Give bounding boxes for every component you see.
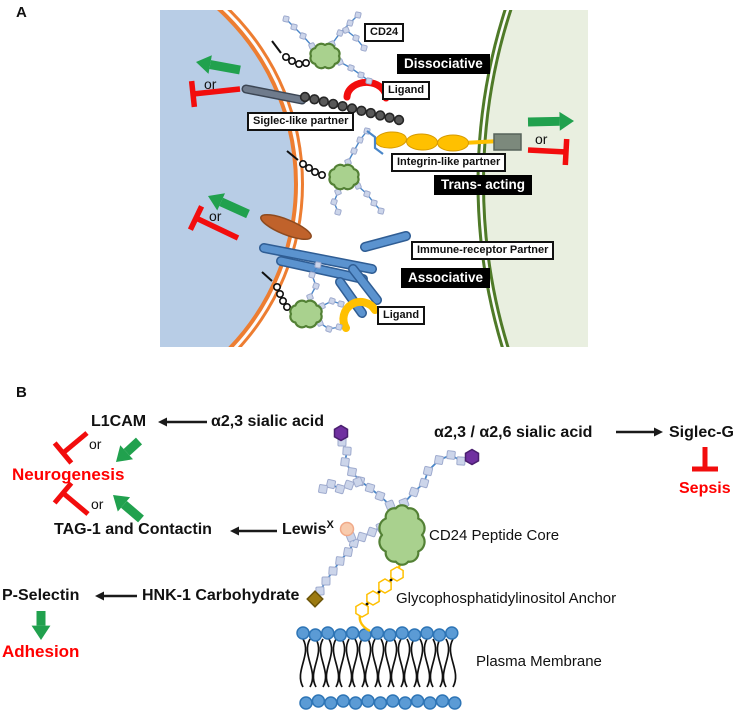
adhesion-label: Adhesion: [2, 642, 80, 661]
l1cam-label: L1CAM: [91, 413, 147, 430]
gpi-anchor-label: Glycophosphatidylinositol Anchor: [396, 590, 617, 607]
or-label-top-left: or: [204, 76, 217, 92]
alpha23-26-sialic-acid-label: α2,3 / α2,6 sialic acid: [434, 424, 593, 441]
or-label-right: or: [535, 131, 548, 147]
siglec-like-partner-label-box: Siglec-like partner: [247, 112, 355, 131]
trans-acting-label: Trans- acting: [434, 175, 533, 196]
signal-arrows-top-left: [188, 55, 241, 108]
integrin-like-partner-graphic: [375, 131, 522, 152]
signal-arrows-bottom-left: [187, 193, 250, 241]
cd24-peptide-core-label: CD24 Peptide Core: [429, 527, 560, 544]
cd24-molecule-top: [271, 11, 373, 85]
ligand-bottom-label-box: Ligand: [377, 306, 426, 325]
siglec-like-partner-graphic: [241, 84, 405, 126]
tag1-contactin-label: TAG-1 and Contactin: [54, 521, 212, 538]
dissociative-label: Dissociative: [397, 54, 490, 75]
glycan-antenna-upper-right: [398, 448, 480, 509]
glycan-antenna-upper-left: [318, 424, 396, 511]
sepsis-label: Sepsis: [679, 480, 731, 497]
pathway-arrows-green: [31, 437, 144, 640]
gpi-anchor-graphic: [355, 560, 404, 633]
pathway-arrows-black: [95, 417, 663, 601]
immune-receptor-partner-graphic: [259, 213, 411, 318]
cd24-label-box: CD24: [364, 23, 405, 42]
p-selectin-label: P-Selectin: [2, 587, 80, 604]
plasma-membrane-graphic: [296, 626, 462, 710]
ligand-top-label-box: Ligand: [382, 81, 431, 100]
plasma-membrane-label: Plasma Membrane: [476, 653, 602, 670]
neurogenesis-label: Neurogenesis: [12, 465, 125, 484]
cd24-molecule-bottom: [261, 261, 345, 333]
or-label-lower: or: [91, 496, 104, 512]
hnk1-carbohydrate-label: HNK-1 Carbohydrate: [142, 587, 300, 604]
cd24-peptide-core-graphic: [378, 504, 426, 566]
lewis-x-label: LewisX: [282, 519, 334, 538]
immune-receptor-partner-label-box: Immune-receptor Partner: [411, 241, 555, 260]
panel-b-letter: B: [16, 384, 27, 401]
yellow-crescent-ligand: [339, 297, 379, 332]
or-label-bottom-left: or: [209, 208, 222, 224]
alpha23-sialic-acid-label: α2,3 sialic acid: [211, 413, 325, 430]
red-crescent-ligand: [343, 78, 390, 102]
panel-a-graphics: [187, 11, 574, 333]
glycan-antenna-left-lewis-hnk1: [306, 521, 387, 608]
signal-arrows-right: [527, 111, 574, 166]
associative-label: Associative: [401, 268, 491, 289]
siglec-g-label: Siglec-G: [669, 424, 734, 441]
panel-b-graphics: [31, 417, 718, 710]
panel-a: CD24 Dissociative Ligand Siglec-like par…: [160, 10, 588, 347]
panel-a-letter: A: [16, 4, 27, 21]
or-label-upper: or: [89, 436, 102, 452]
panel-b: L1CAM α2,3 sialic acid or Neurogenesis o…: [0, 385, 743, 715]
pathway-inhibit-red: [52, 431, 718, 516]
cd24-molecule-middle: [286, 127, 385, 216]
integrin-like-partner-label-box: Integrin-like partner: [391, 153, 507, 172]
